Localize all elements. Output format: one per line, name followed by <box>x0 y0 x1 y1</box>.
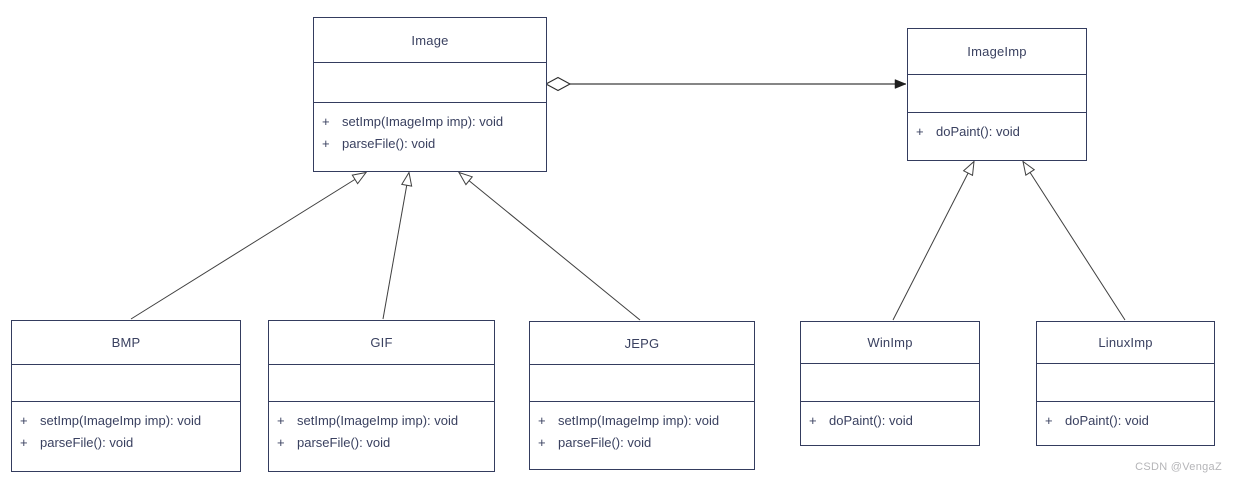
class-methods-compartment: + doPaint(): void <box>801 402 979 445</box>
method-visibility: + <box>20 435 28 450</box>
watermark: CSDN @VengaZ <box>1135 461 1222 473</box>
method-signature: doPaint(): void <box>1065 413 1149 428</box>
method-visibility: + <box>277 435 285 450</box>
method-signature: doPaint(): void <box>936 124 1020 139</box>
method-visibility: + <box>277 413 285 428</box>
method-signature: setImp(ImageImp imp): void <box>342 114 504 129</box>
aggregation-diamond-icon <box>544 76 572 92</box>
class-methods-compartment: + setImp(ImageImp imp): void + parseFile… <box>314 103 546 171</box>
class-box-bmp: BMP + setImp(ImageImp imp): void + parse… <box>11 320 241 472</box>
generalization-gif-to-image <box>382 171 413 320</box>
class-attributes-compartment <box>314 63 546 103</box>
method-visibility: + <box>809 413 817 428</box>
method-signature: parseFile(): void <box>558 435 652 450</box>
method-row: + parseFile(): void <box>322 133 542 155</box>
method-row: + parseFile(): void <box>538 432 750 454</box>
method-row: + doPaint(): void <box>809 410 975 432</box>
method-visibility: + <box>322 114 330 129</box>
method-visibility: + <box>20 413 28 428</box>
method-row: + doPaint(): void <box>916 121 1082 143</box>
generalization-winimp-to-imageimp <box>892 160 975 321</box>
class-title: ImageImp <box>908 29 1086 75</box>
method-visibility: + <box>538 435 546 450</box>
class-box-winimp: WinImp + doPaint(): void <box>800 321 980 446</box>
class-box-jepg: JEPG + setImp(ImageImp imp): void + pars… <box>529 321 755 470</box>
class-methods-compartment: + doPaint(): void <box>908 113 1086 160</box>
class-title: JEPG <box>530 322 754 365</box>
class-attributes-compartment <box>908 75 1086 113</box>
class-box-linuximp: LinuxImp + doPaint(): void <box>1036 321 1215 446</box>
method-signature: parseFile(): void <box>342 136 436 151</box>
method-row: + parseFile(): void <box>277 432 490 454</box>
generalization-jepg-to-image <box>457 171 641 321</box>
method-signature: setImp(ImageImp imp): void <box>558 413 720 428</box>
method-visibility: + <box>916 124 924 139</box>
method-visibility: + <box>538 413 546 428</box>
method-row: + setImp(ImageImp imp): void <box>20 410 236 432</box>
class-box-image: Image + setImp(ImageImp imp): void + par… <box>313 17 547 172</box>
class-methods-compartment: + setImp(ImageImp imp): void + parseFile… <box>269 402 494 471</box>
class-methods-compartment: + setImp(ImageImp imp): void + parseFile… <box>12 402 240 471</box>
method-signature: setImp(ImageImp imp): void <box>297 413 459 428</box>
method-signature: parseFile(): void <box>297 435 391 450</box>
class-title: GIF <box>269 321 494 365</box>
method-row: + setImp(ImageImp imp): void <box>277 410 490 432</box>
method-row: + setImp(ImageImp imp): void <box>322 111 542 133</box>
class-methods-compartment: + doPaint(): void <box>1037 402 1214 445</box>
method-visibility: + <box>1045 413 1053 428</box>
method-signature: parseFile(): void <box>40 435 134 450</box>
method-row: + parseFile(): void <box>20 432 236 454</box>
method-row: + setImp(ImageImp imp): void <box>538 410 750 432</box>
method-row: + doPaint(): void <box>1045 410 1210 432</box>
class-title: LinuxImp <box>1037 322 1214 364</box>
class-attributes-compartment <box>801 364 979 402</box>
class-attributes-compartment <box>530 365 754 402</box>
class-box-gif: GIF + setImp(ImageImp imp): void + parse… <box>268 320 495 472</box>
class-attributes-compartment <box>1037 364 1214 402</box>
generalization-bmp-to-image <box>130 171 368 320</box>
class-title: BMP <box>12 321 240 365</box>
class-box-imageimp: ImageImp + doPaint(): void <box>907 28 1087 161</box>
method-signature: setImp(ImageImp imp): void <box>40 413 202 428</box>
class-title: Image <box>314 18 546 63</box>
method-signature: doPaint(): void <box>829 413 913 428</box>
class-title: WinImp <box>801 322 979 364</box>
class-methods-compartment: + setImp(ImageImp imp): void + parseFile… <box>530 402 754 469</box>
method-visibility: + <box>322 136 330 151</box>
generalization-linuximp-to-imageimp <box>1022 160 1126 321</box>
class-attributes-compartment <box>269 365 494 402</box>
class-attributes-compartment <box>12 365 240 402</box>
